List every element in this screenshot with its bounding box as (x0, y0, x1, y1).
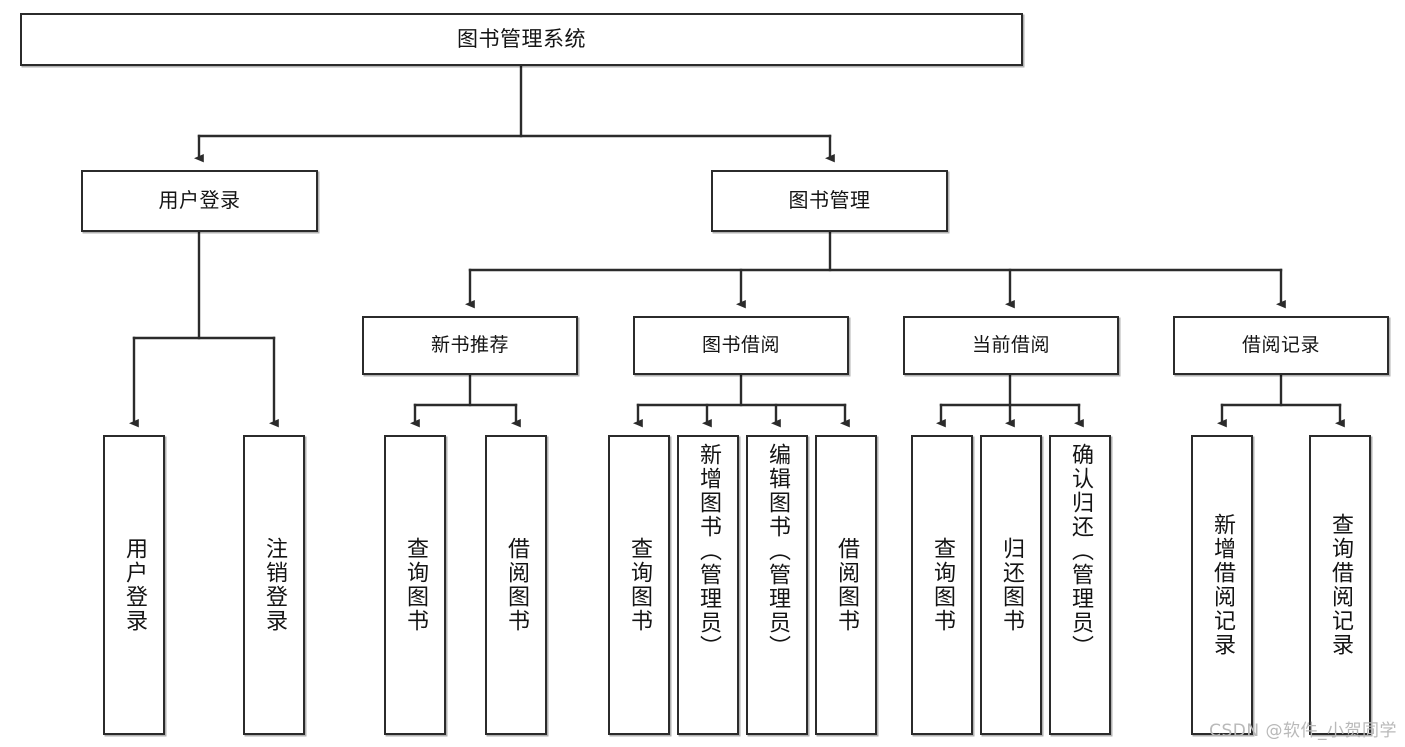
node-label: 用户登录 (158, 188, 241, 213)
node-label: 借阅图书 (834, 537, 859, 633)
node-user-login[interactable]: 用户登录 (81, 170, 318, 232)
leaf-book-borrow-edit-book-admin[interactable]: 编辑图书（管理员） (746, 435, 808, 735)
leaf-book-borrow-add-book-admin[interactable]: 新增图书（管理员） (677, 435, 739, 735)
node-label: 图书管理系统 (457, 27, 586, 52)
leaf-user-login-login[interactable]: 用户登录 (103, 435, 165, 735)
node-new-book-recommend[interactable]: 新书推荐 (362, 316, 578, 375)
node-book-borrow[interactable]: 图书借阅 (633, 316, 849, 375)
node-label: 查询借阅记录 (1328, 513, 1353, 657)
node-book-management[interactable]: 图书管理 (711, 170, 948, 232)
node-label: 查询图书 (627, 537, 652, 633)
leaf-current-borrow-query-book[interactable]: 查询图书 (911, 435, 973, 735)
node-current-borrow[interactable]: 当前借阅 (903, 316, 1119, 375)
leaf-borrow-record-add-record[interactable]: 新增借阅记录 (1191, 435, 1253, 735)
node-label: 查询图书 (930, 537, 955, 633)
node-label: 注销登录 (262, 537, 287, 633)
node-label: 借阅记录 (1241, 334, 1320, 357)
leaf-book-borrow-borrow-book[interactable]: 借阅图书 (815, 435, 877, 735)
node-label: 当前借阅 (971, 334, 1050, 357)
csdn-watermark: CSDN @软件_小贺同学 (1209, 721, 1397, 741)
node-label: 图书管理 (788, 188, 871, 213)
leaf-current-borrow-confirm-return-admin[interactable]: 确认归还（管理员） (1049, 435, 1111, 735)
node-label: 归还图书 (999, 537, 1024, 633)
leaf-user-login-logout[interactable]: 注销登录 (243, 435, 305, 735)
node-label: 确认归还（管理员） (1068, 443, 1093, 659)
node-label: 新书推荐 (430, 334, 509, 357)
node-label: 图书借阅 (701, 334, 780, 357)
leaf-current-borrow-return-book[interactable]: 归还图书 (980, 435, 1042, 735)
leaf-borrow-record-query-record[interactable]: 查询借阅记录 (1309, 435, 1371, 735)
node-label: 查询图书 (403, 537, 428, 633)
node-label: 编辑图书（管理员） (765, 443, 790, 659)
leaf-new-book-borrow-book[interactable]: 借阅图书 (485, 435, 547, 735)
node-label: 借阅图书 (504, 537, 529, 633)
node-label: 新增借阅记录 (1210, 513, 1235, 657)
leaf-new-book-query-book[interactable]: 查询图书 (384, 435, 446, 735)
node-label: 新增图书（管理员） (696, 443, 721, 659)
node-borrow-record[interactable]: 借阅记录 (1173, 316, 1389, 375)
leaf-book-borrow-query-book[interactable]: 查询图书 (608, 435, 670, 735)
node-root-book-management-system[interactable]: 图书管理系统 (20, 13, 1023, 66)
node-label: 用户登录 (122, 537, 147, 633)
